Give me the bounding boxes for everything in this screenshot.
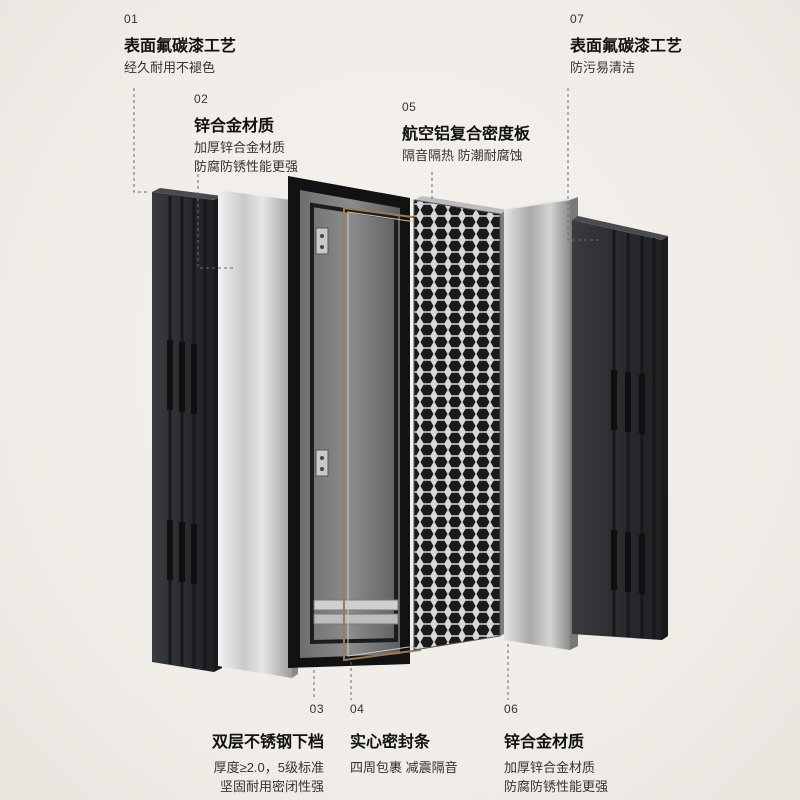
callout-07-desc-1: 防污易清洁: [570, 60, 636, 75]
callout-02: 02 锌合金材质 加厚锌合金材质 防腐防锈性能更强: [194, 92, 298, 176]
callout-07-title: 表面氟碳漆工艺: [570, 38, 683, 55]
callout-03: 03 双层不锈钢下档 厚度≥2.0，5级标准 坚固耐用密闭性强: [196, 702, 324, 796]
outer-panel-left: [152, 188, 222, 672]
callout-04: 04 实心密封条 四周包裹 减震隔音: [350, 702, 458, 777]
callout-04-number: 04: [350, 702, 365, 716]
callout-02-desc-1: 加厚锌合金材质: [194, 140, 286, 155]
callout-06: 06 锌合金材质 加厚锌合金材质 防腐防锈性能更强: [504, 702, 608, 796]
door-frame: [288, 176, 410, 668]
zinc-sheet-left: [218, 187, 298, 678]
callout-05-number: 05: [402, 100, 417, 114]
callout-05-title: 航空铝复合密度板: [402, 126, 531, 143]
callout-01-title: 表面氟碳漆工艺: [124, 38, 237, 55]
callout-03-desc-2: 坚固耐用密闭性强: [219, 779, 324, 794]
callout-01: 01 表面氟碳漆工艺 经久耐用不褪色: [124, 12, 236, 77]
hinge-bottom: [315, 449, 329, 477]
callout-05-desc-1: 隔音隔热 防潮耐腐蚀: [402, 148, 523, 163]
callout-03-title: 双层不锈钢下档: [211, 734, 324, 751]
zinc-sheet-right: [504, 197, 578, 650]
callout-02-desc-2: 防腐防锈性能更强: [194, 159, 299, 174]
callout-07: 07 表面氟碳漆工艺 防污易清洁: [570, 12, 682, 77]
callout-06-title: 锌合金材质: [504, 734, 585, 751]
callout-06-desc-1: 加厚锌合金材质: [504, 760, 596, 775]
callout-06-desc-2: 防腐防锈性能更强: [504, 779, 609, 794]
callout-02-title: 锌合金材质: [194, 118, 275, 135]
callout-04-desc-1: 四周包裹 减震隔音: [350, 760, 458, 775]
hinge-top: [315, 227, 329, 255]
callout-04-title: 实心密封条: [350, 734, 431, 751]
callout-03-number: 03: [309, 702, 324, 716]
bottom-rail: [313, 599, 399, 625]
callout-06-number: 06: [504, 702, 519, 716]
honeycomb-core: [413, 196, 508, 651]
callout-01-number: 01: [124, 12, 139, 26]
outer-panel-right: [572, 216, 668, 640]
callout-03-desc-1: 厚度≥2.0，5级标准: [213, 760, 324, 775]
callout-07-number: 07: [570, 12, 585, 26]
leader-lines: [133, 88, 600, 700]
callout-02-number: 02: [194, 92, 209, 106]
callout-01-desc-1: 经久耐用不褪色: [124, 60, 216, 75]
callout-05: 05 航空铝复合密度板 隔音隔热 防潮耐腐蚀: [402, 100, 530, 165]
